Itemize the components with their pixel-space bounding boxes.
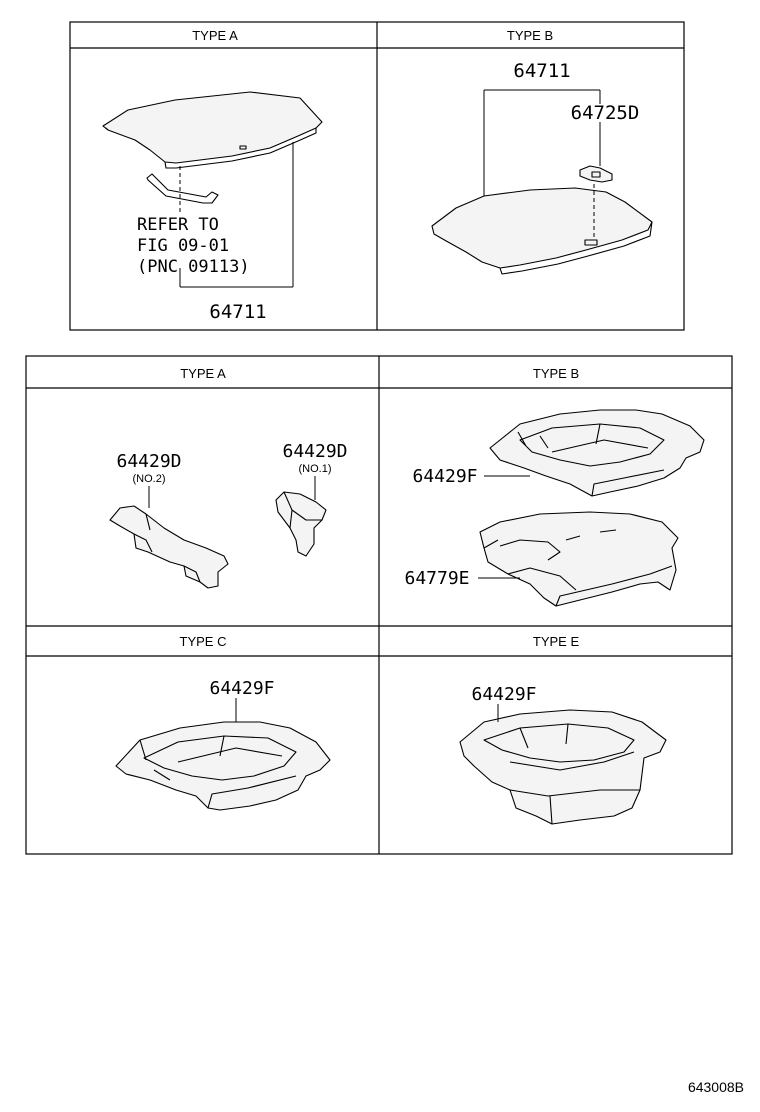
deck-board-a-clip <box>239 145 247 150</box>
deck-board-b-edge <box>499 221 653 275</box>
top-type-a-header: TYPE A <box>192 28 238 43</box>
deck-board-b <box>431 187 653 269</box>
top-type-b-illustration: 64711 64725D <box>431 60 653 275</box>
deck-board-a-edge <box>105 127 317 169</box>
refer-note-line-1: REFER TO <box>137 215 219 235</box>
part-number-64429f-b: 64429F <box>412 466 477 487</box>
spacer-no1 <box>275 491 327 557</box>
top-type-a-illustration: REFER TO FIG 09-01 (PNC 09113) 64711 <box>102 91 323 323</box>
part-sub-no2: (NO.2) <box>133 473 166 485</box>
part-sub-no1: (NO.1) <box>299 463 332 475</box>
part-number-64429d-no2: 64429D <box>116 451 181 472</box>
bottom-type-a-illustration: 64429D (NO.2) 64429D (NO.1) <box>109 441 348 589</box>
tray-64429f-b-detail <box>517 423 665 497</box>
deck-board-b-clip <box>584 239 598 246</box>
deck-board-a <box>102 91 323 164</box>
refer-note-line-2: FIG 09-01 <box>137 236 229 256</box>
figure-code: 643008B <box>688 1079 744 1095</box>
bottom-type-a-header: TYPE A <box>180 366 226 381</box>
part-number-64429f-c: 64429F <box>209 678 274 699</box>
jack-handle <box>146 173 219 204</box>
bracket-slot <box>591 171 601 178</box>
part-number-64429f-e: 64429F <box>471 684 536 705</box>
tray-64429f-c <box>115 721 331 811</box>
spacer-no1-detail <box>283 491 322 529</box>
spacer-no2 <box>109 505 229 589</box>
part-number-64779e: 64779E <box>404 568 469 589</box>
bottom-type-c-header: TYPE C <box>180 634 227 649</box>
top-table: TYPE A TYPE B <box>69 21 685 331</box>
part-number-64711-b: 64711 <box>513 60 570 82</box>
top-type-b-header: TYPE B <box>507 28 553 43</box>
spacer-no2-detail <box>133 513 201 583</box>
refer-note-line-3: (PNC 09113) <box>137 257 250 277</box>
bottom-type-b-illustration: 64429F 64779E <box>404 409 705 607</box>
part-number-64429d-no1: 64429D <box>282 441 347 462</box>
part-number-64725d: 64725D <box>571 102 640 124</box>
bottom-type-e-header: TYPE E <box>533 634 580 649</box>
bottom-type-c-illustration: 64429F <box>115 678 331 811</box>
bottom-table: TYPE A TYPE B TYPE C TYPE E <box>25 355 733 855</box>
tray-64429f-e <box>459 709 667 825</box>
bottom-type-e-illustration: 64429F <box>459 684 667 825</box>
part-number-64711-a: 64711 <box>209 301 266 323</box>
tray-64429f-e-detail <box>483 723 640 825</box>
bottom-type-b-header: TYPE B <box>533 366 579 381</box>
box-64779e <box>479 511 679 607</box>
bracket-64725d <box>579 165 613 183</box>
tray-64429f-c-detail <box>139 735 297 809</box>
box-64779e-detail <box>483 529 673 607</box>
